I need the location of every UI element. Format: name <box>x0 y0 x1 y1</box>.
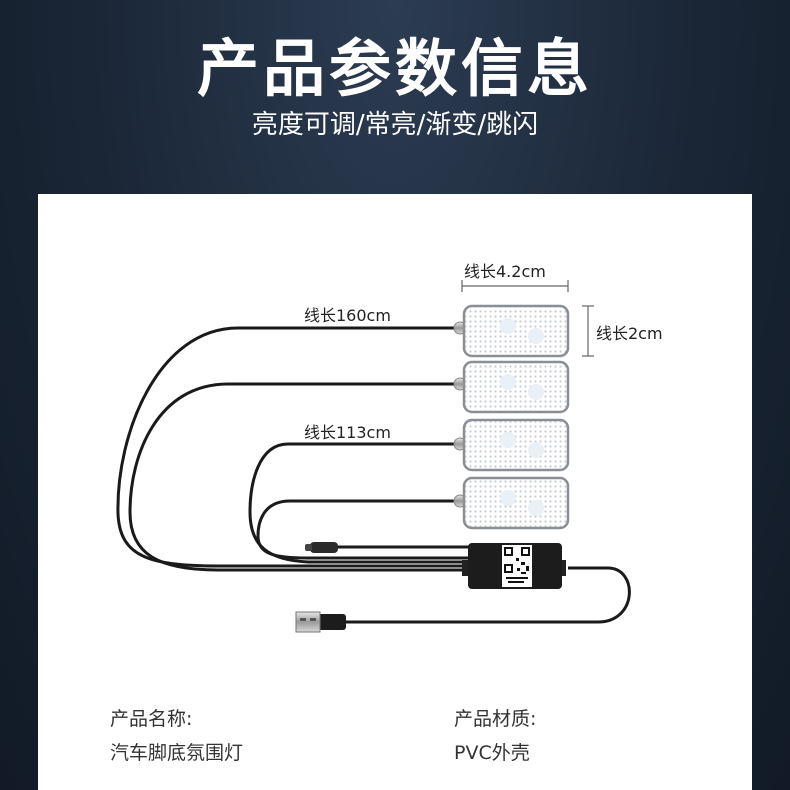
width-dimension-line <box>461 280 569 292</box>
product-panel: 线长4.2cm 线长2cm 线长160cm 线长113cm 产品名称: 汽车脚底… <box>38 194 752 790</box>
cable-short-label: 线长113cm <box>304 423 391 442</box>
page-title: 产品参数信息 <box>196 32 593 105</box>
dc-connector <box>305 542 338 553</box>
cable-long-label: 线长160cm <box>304 306 391 325</box>
cable-short-2 <box>256 499 490 560</box>
light-height-label: 线长2cm <box>596 324 663 343</box>
cables <box>116 326 631 624</box>
cable-short-1 <box>248 442 490 564</box>
product-name-label: 产品名称: <box>110 708 193 730</box>
usb-cable <box>343 566 631 624</box>
light-module-4 <box>453 476 570 530</box>
height-dimension-line <box>582 305 594 357</box>
page-subtitle: 亮度可调/常亮/渐变/跳闪 <box>251 110 539 140</box>
cable-long-1 <box>116 326 490 568</box>
light-module-3 <box>453 418 570 472</box>
product-diagram <box>116 280 631 633</box>
controller-box <box>462 543 566 589</box>
qr-code-icon <box>504 547 530 583</box>
product-material-value: PVC外壳 <box>454 742 530 764</box>
light-width-label: 线长4.2cm <box>464 262 546 281</box>
light-module-1 <box>453 304 570 358</box>
usb-plug <box>295 611 346 633</box>
light-module-2 <box>453 360 570 414</box>
product-name-value: 汽车脚底氛围灯 <box>110 742 244 764</box>
cable-long-2 <box>128 382 490 572</box>
product-material-label: 产品材质: <box>454 708 537 730</box>
